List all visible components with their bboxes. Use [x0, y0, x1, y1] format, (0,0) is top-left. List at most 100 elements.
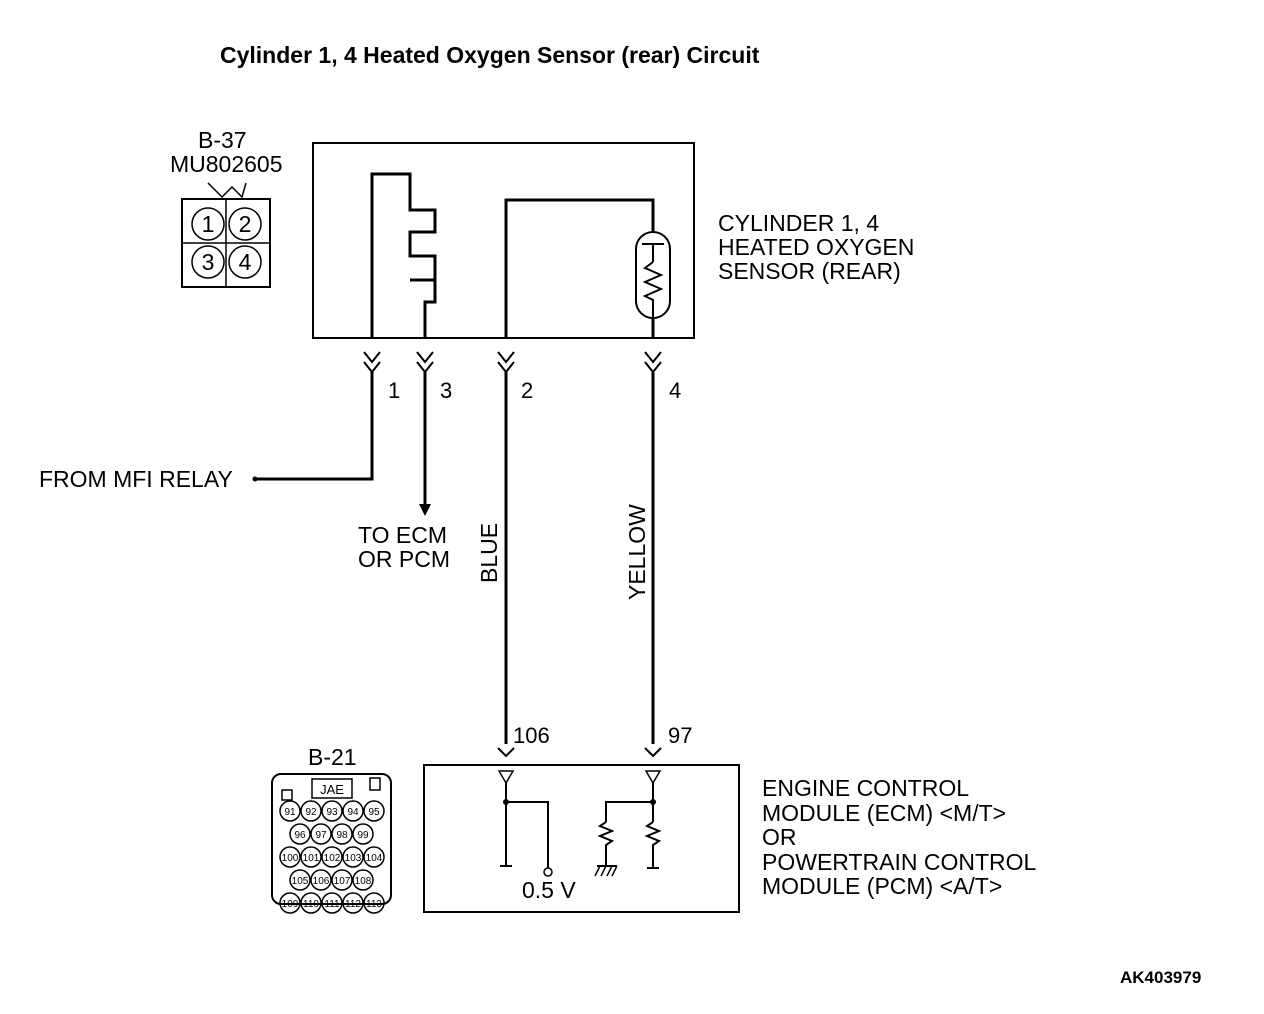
pin-circle	[228, 207, 262, 241]
connector-pin-circle	[352, 869, 374, 891]
connector-pin-circle	[300, 846, 322, 868]
connector-pin-circle	[331, 823, 353, 845]
terminal-icon	[644, 770, 662, 785]
connector-pin-circle	[331, 869, 353, 891]
connector-pin-label: 92	[305, 807, 317, 818]
ecm-label-line: POWERTRAIN CONTROL	[762, 849, 1037, 875]
sensor-pin-2: 2	[521, 378, 533, 403]
from-mfi-relay-label: FROM MFI RELAY	[39, 466, 233, 492]
wire-mfi-relay	[256, 372, 374, 481]
connector-maker-badge	[311, 778, 353, 799]
ecm-connector: B-21 JAE 91 92 93 94 95 96 97 98 99 100 101 102 103 1…	[271, 744, 392, 914]
connector-pin-label: 98	[336, 830, 348, 841]
connector-pin-circle	[342, 846, 364, 868]
ecm-outline	[423, 764, 740, 913]
connector-pin-label: 101	[303, 853, 320, 864]
connector-pin-label: 3	[202, 249, 215, 275]
connector-pin-circle	[300, 892, 322, 914]
wire-color-yellow: YELLOW	[624, 504, 650, 600]
connector-pin-label: 105	[292, 876, 309, 887]
diagram-title: Cylinder 1, 4 Heated Oxygen Sensor (rear…	[220, 42, 760, 68]
ecm-box: 0.5 V	[423, 764, 740, 913]
connector-pin-label: 103	[345, 853, 362, 864]
connector-pin-circle	[300, 800, 322, 822]
connector-pin-label: 97	[315, 830, 327, 841]
ecm-connector-id: B-21	[308, 744, 357, 770]
ecm-label-line: ENGINE CONTROL	[762, 775, 969, 801]
sensor-label-line: CYLINDER 1, 4	[718, 210, 879, 236]
connector-pin-circle	[279, 892, 301, 914]
sensor-pin-chevrons	[363, 351, 662, 374]
connector-pin-label: 100	[282, 853, 299, 864]
ecm-voltage-label: 0.5 V	[522, 877, 576, 903]
ecm-label-line: MODULE (ECM) <M/T>	[762, 800, 1006, 826]
pin-circle	[191, 207, 225, 241]
sensor-pin-3: 3	[440, 378, 452, 403]
connector-pin-label: 99	[357, 830, 369, 841]
connector-pin-circle	[289, 869, 311, 891]
resistor-icon	[642, 261, 664, 318]
sensor-pin-4: 4	[669, 378, 681, 403]
connector-pin-circle	[279, 800, 301, 822]
connector-pin-label: 95	[368, 807, 380, 818]
sensor-label-line: SENSOR (REAR)	[718, 258, 901, 284]
connector-pin-circle	[310, 869, 332, 891]
connector-pin-label: 107	[334, 876, 351, 887]
sensor-outline	[312, 142, 695, 339]
connector-key-icon	[207, 182, 247, 199]
connector-pin-label: 104	[366, 853, 383, 864]
connector-pin-label: 96	[294, 830, 306, 841]
connector-pin-label: 4	[239, 249, 252, 275]
connector-pin-circle	[321, 892, 343, 914]
ecm-label-line: MODULE (PCM) <A/T>	[762, 873, 1002, 899]
sensor-label-line: HEATED OXYGEN	[718, 234, 914, 260]
figure-id: AK403979	[1120, 968, 1201, 987]
connector-pin-label: 91	[284, 807, 296, 818]
terminal-icon	[497, 770, 515, 785]
heater-element-return	[410, 278, 437, 338]
sensor-connector: B-37 MU802605 1 2 3 4	[170, 127, 283, 288]
to-ecm-label: TO ECM	[358, 522, 447, 548]
ecm-connector-pins: 91 92 93 94 95 96 97 98 99 100 101 102 103 104 105 106 1…	[279, 800, 385, 914]
connector-maker: JAE	[320, 782, 344, 797]
connector-pin-circle	[310, 823, 332, 845]
connector-pin-label: 106	[313, 876, 330, 887]
connector-pin-circle	[321, 800, 343, 822]
connector-pin-circle	[363, 800, 385, 822]
ecm-connector-body	[271, 773, 392, 905]
resistor-icon	[597, 821, 615, 866]
wire-terminal-dot	[252, 476, 258, 482]
connector-pin-label: 111	[324, 899, 340, 910]
connector-pin-label: 94	[347, 807, 359, 818]
connector-pin-label: 108	[355, 876, 372, 887]
pin-circle	[191, 245, 225, 279]
ecm-label-line: OR	[762, 824, 797, 850]
arrow-down-icon	[419, 504, 431, 516]
connector-pin-label: 109	[282, 899, 299, 910]
connector-pin-circle	[279, 846, 301, 868]
ecm-pin-chevrons	[497, 747, 662, 758]
wire-color-blue: BLUE	[476, 523, 502, 583]
sensor-connector-id: B-37	[198, 127, 247, 153]
connector-pin-label: 102	[324, 853, 341, 864]
connector-pin-label: 93	[326, 807, 338, 818]
connector-pin-circle	[363, 846, 385, 868]
connector-pin-label: 1	[202, 211, 215, 237]
connector-pin-label: 112	[345, 899, 361, 910]
connector-pin-label: 113	[366, 899, 382, 910]
connector-pin-circle	[289, 823, 311, 845]
sensor-connector-part-number: MU802605	[170, 151, 283, 177]
connector-pin-label: 110	[303, 899, 319, 910]
connector-pin-circle	[363, 892, 385, 914]
reference-voltage-icon	[543, 867, 553, 877]
sensor-signal-line	[504, 198, 655, 338]
connector-pin-circle	[342, 892, 364, 914]
ground-icon	[594, 865, 618, 877]
sensor-pin-1: 1	[388, 378, 400, 403]
sensor-box	[312, 142, 695, 339]
connector-pin-label: 2	[239, 211, 252, 237]
connector-pin-circle	[352, 823, 374, 845]
pin-circle	[228, 245, 262, 279]
